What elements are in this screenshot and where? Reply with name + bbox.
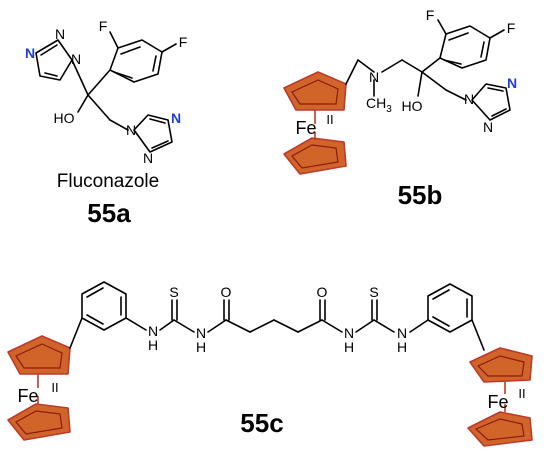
atom-s-right-55c: S (369, 284, 378, 300)
atom-n-thiourea-55c-2: N (196, 325, 206, 341)
atom-ho-a: HO (54, 110, 75, 126)
compound-label-55b: 55b (398, 180, 443, 210)
compound-label-55a: 55a (87, 198, 131, 228)
atom-h-thiourea-55c-2: H (196, 339, 206, 355)
atom-ch3-55b: CH3 (366, 95, 392, 115)
atom-n-triazole-a6: N (143, 150, 153, 166)
atom-fe-55c-left: Fe (17, 386, 38, 406)
atom-n-thiourea-55c-1: N (148, 323, 158, 339)
atom-n-triazole-a3: N (71, 51, 81, 67)
atom-n-triazole-b2: N (507, 75, 517, 91)
atom-n-triazole-a4: N (126, 122, 136, 138)
compound-label-55c: 55c (240, 408, 283, 438)
fe-oxidation-55c-left: II (51, 380, 58, 395)
atom-h-thiourea-55c-3: H (344, 339, 354, 355)
atom-h-thiourea-55c-1: H (148, 337, 158, 353)
atom-n-triazole-a2: N (55, 26, 65, 42)
atom-o-right-55c: O (317, 284, 328, 300)
atom-h-thiourea-55c-4: H (397, 339, 407, 355)
atom-fe-55c-right: Fe (487, 392, 508, 412)
compound-55c: Fe II (7, 281, 533, 447)
atom-n-thiourea-55c-4: N (397, 325, 407, 341)
compound-55a: N N N F F HO N N N Fluconazole 55a (25, 18, 187, 228)
atom-ho-55b: HO (402, 98, 423, 114)
compound-name-fluconazole: Fluconazole (57, 171, 159, 192)
atom-n-triazole-a5: N (171, 110, 181, 126)
atom-n-triazole-b3: N (483, 119, 493, 135)
atom-f-ortho-a: F (99, 18, 108, 34)
atom-fe-55b: Fe (295, 118, 316, 138)
fe-oxidation-55c-right: II (518, 386, 525, 401)
atom-n-amine-55b: N (369, 69, 379, 85)
atom-s-left-55c: S (169, 284, 178, 300)
atom-f-ortho-55b: F (426, 7, 435, 23)
compound-55b: Fe II N CH3 F F HO N N N 55b (283, 7, 517, 210)
atom-n-triazole-b1: N (464, 91, 474, 107)
fe-oxidation-55b: II (326, 112, 333, 127)
atom-f-para-a: F (179, 34, 188, 50)
atom-o-left-55c: O (221, 284, 232, 300)
atom-n-thiourea-55c-3: N (344, 325, 354, 341)
atom-n-triazole-a1: N (25, 45, 35, 61)
atom-f-para-55b: F (507, 20, 516, 36)
